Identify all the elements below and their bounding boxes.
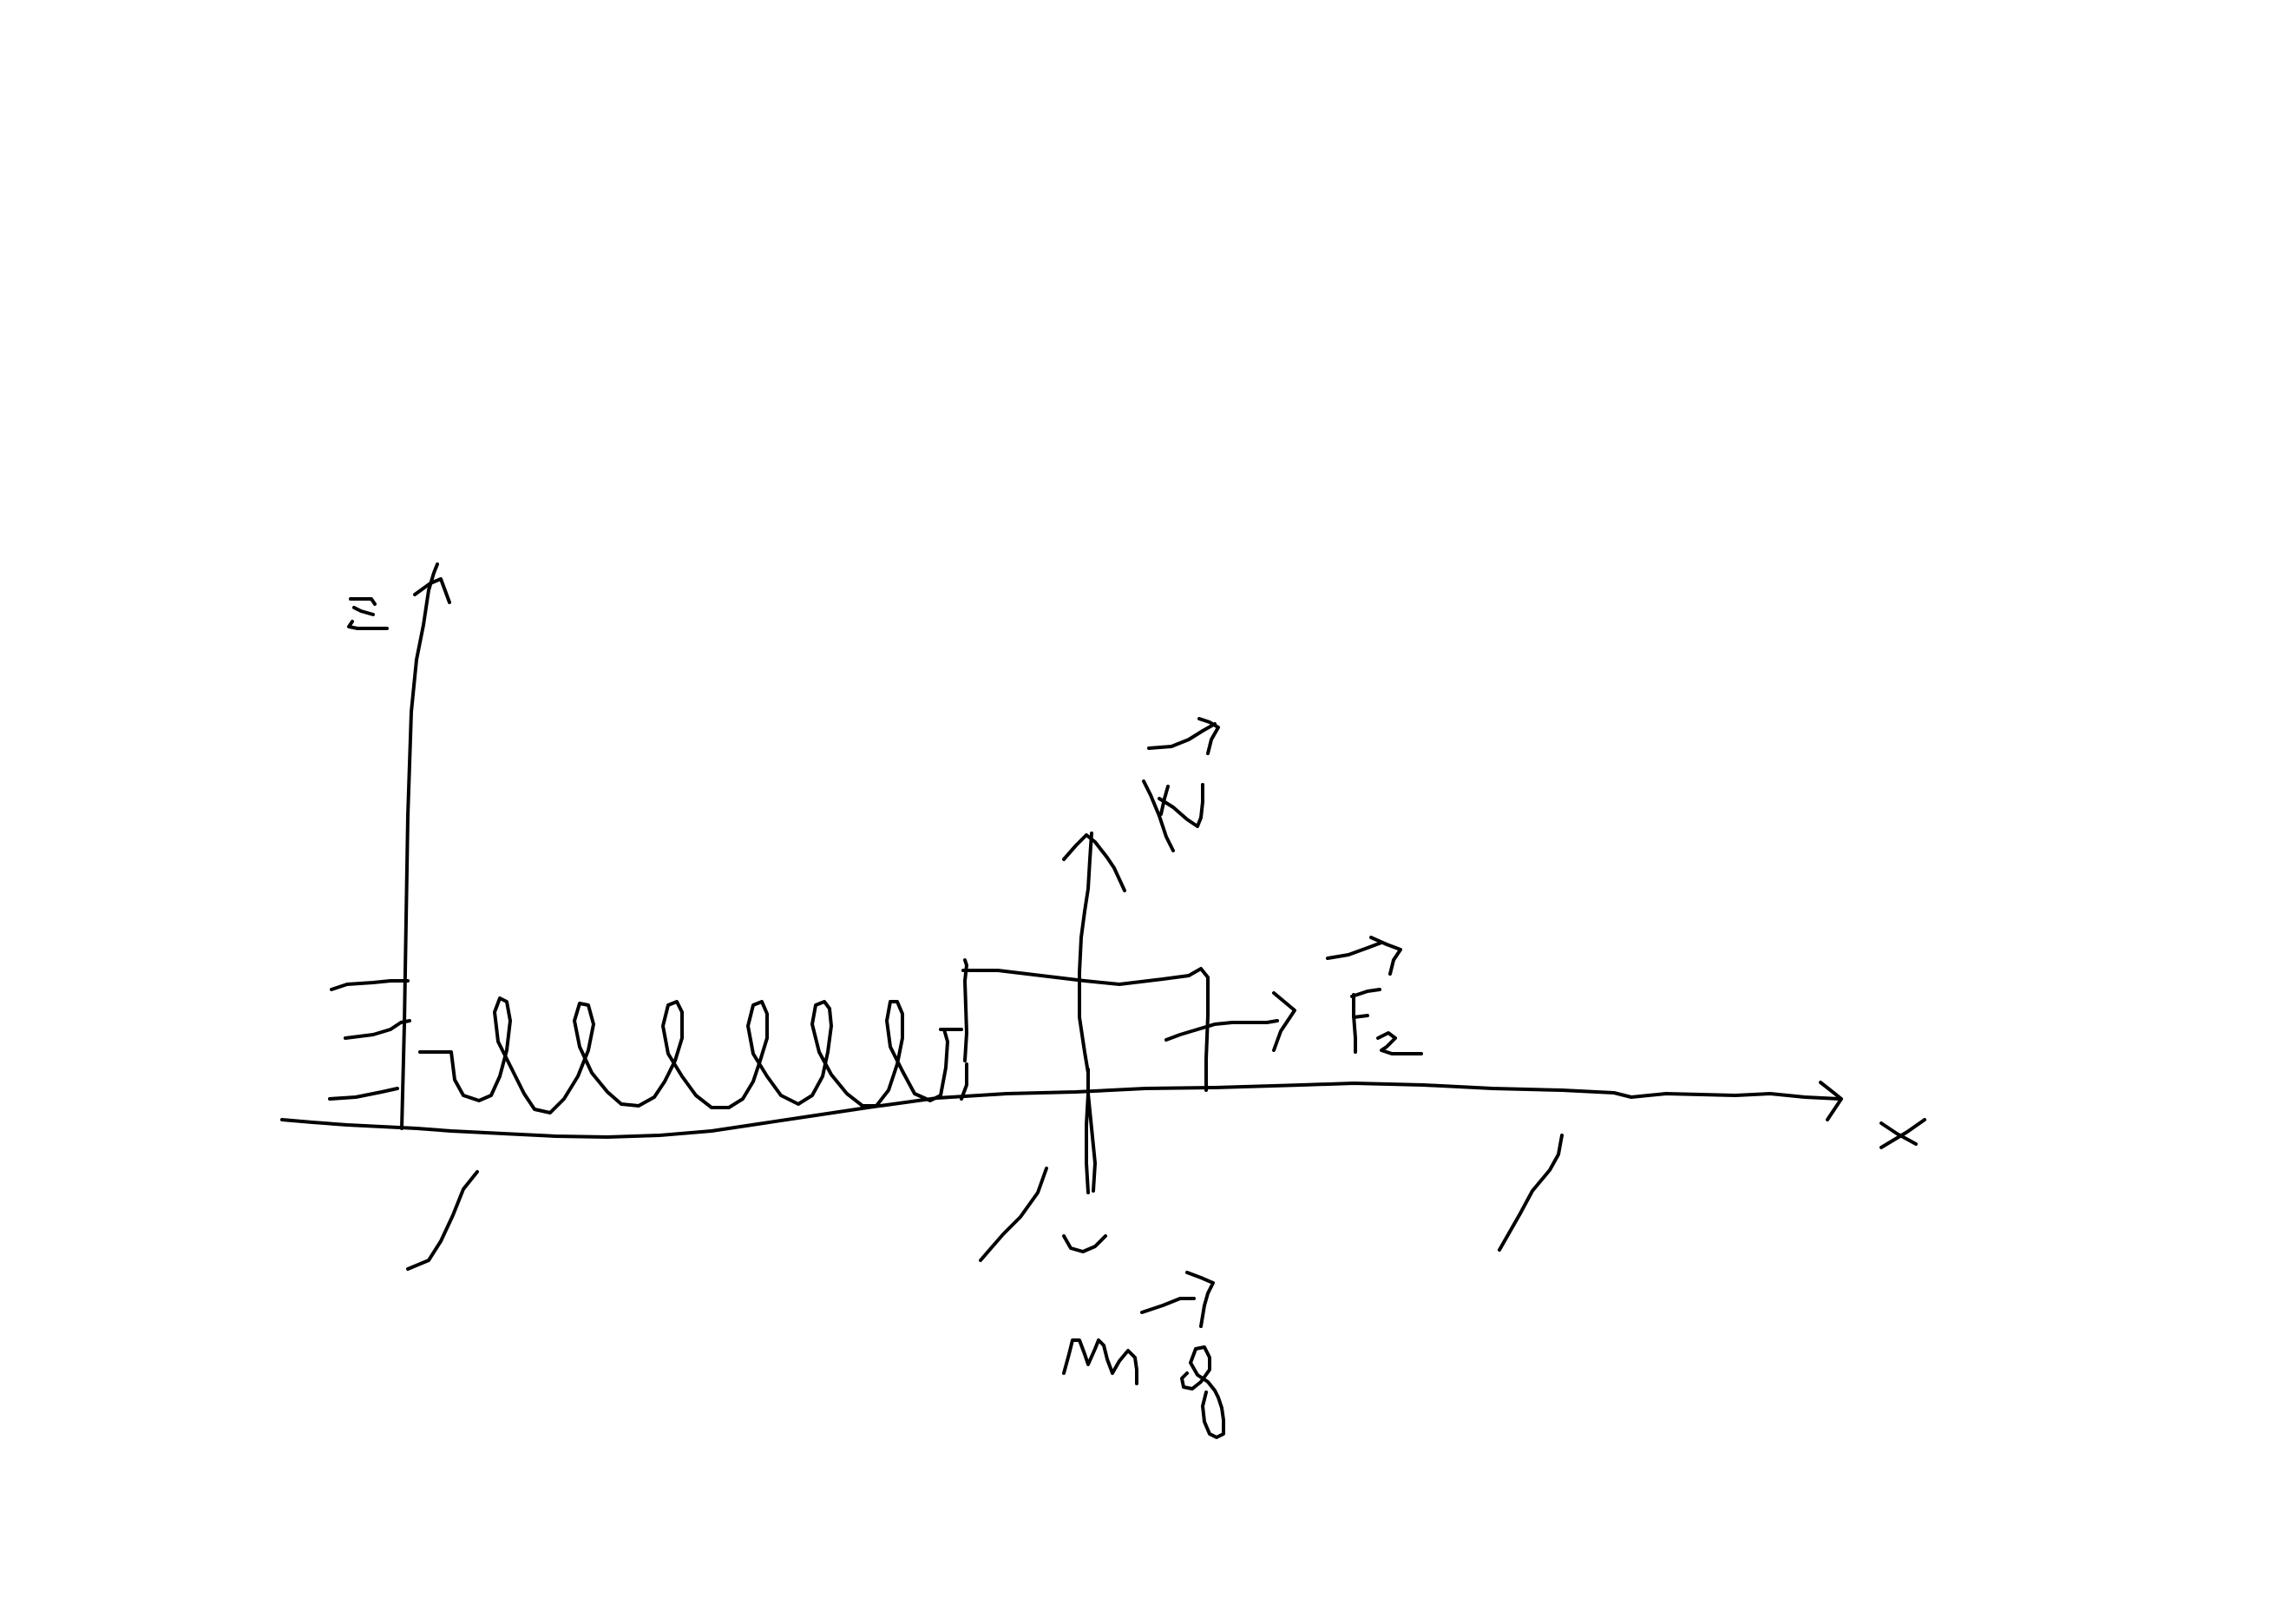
normal-force-arrowhead — [1062, 833, 1126, 892]
x-label-stroke — [1879, 1118, 1926, 1149]
weight-line — [1085, 1068, 1090, 1194]
weight-arrowhead — [1062, 1234, 1107, 1253]
x-axis-arrowhead — [1819, 1081, 1843, 1121]
spring-end-tick — [960, 1062, 968, 1101]
elastic-force-line — [1164, 1019, 1279, 1042]
z-axis-label: z — [344, 628, 346, 629]
z-axis-arrowhead — [413, 577, 451, 604]
weight-label-stroke — [1062, 1271, 1225, 1439]
ground-hatch-3 — [1498, 1134, 1564, 1252]
normal-force-label: N → — [1141, 832, 1144, 834]
normal-force-line — [1078, 832, 1097, 1193]
z-axis-line — [400, 562, 439, 1130]
elastic-force-arrowhead — [1272, 991, 1296, 1052]
normal-force-arrow: → — [1143, 832, 1144, 834]
wall-hatch-1 — [330, 979, 410, 991]
elastic-force-label-stroke — [1326, 936, 1423, 1055]
x-axis-line — [280, 1082, 1841, 1139]
normal-force-label-stroke — [1142, 717, 1220, 852]
elastic-force-arrow: → — [1352, 1049, 1353, 1051]
elastic-force-label: F e → — [1349, 1049, 1353, 1051]
z-label-stroke — [347, 597, 389, 630]
spring-coil — [418, 996, 949, 1114]
ground-hatch-2 — [979, 1167, 1048, 1262]
weight-label: mg → — [1064, 1384, 1066, 1386]
ground-hatch-1 — [406, 1170, 479, 1271]
wall-hatch-3 — [328, 1087, 399, 1101]
wall-hatch-2 — [344, 1019, 411, 1040]
block — [961, 958, 1210, 1092]
elastic-force-symbol: F — [1349, 1049, 1351, 1051]
